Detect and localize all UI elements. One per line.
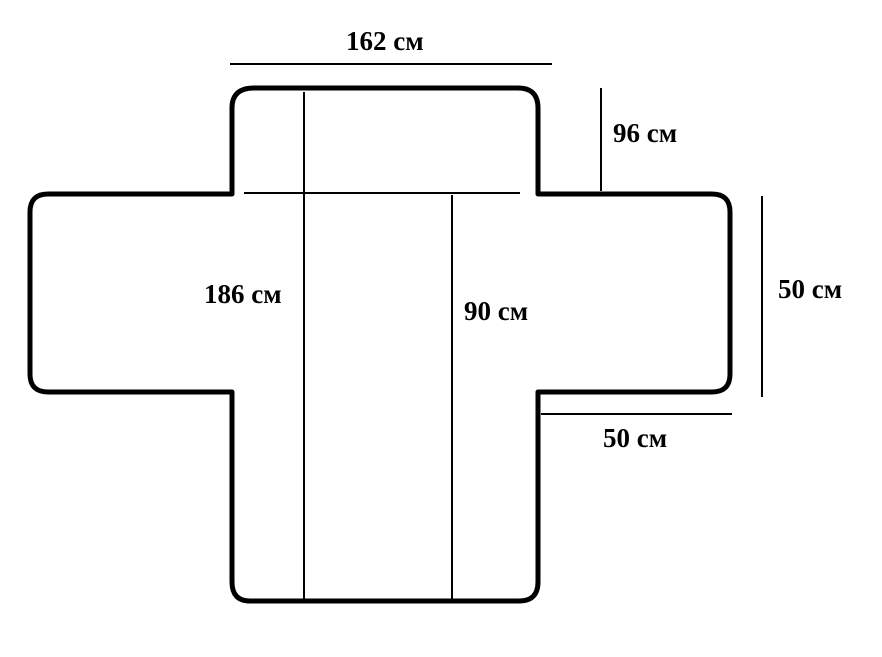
label-right-height: 50 см: [778, 274, 842, 304]
label-top-width: 162 см: [346, 26, 424, 56]
label-top-height: 96 см: [613, 118, 677, 148]
pattern-outline: [27, 85, 733, 604]
label-right-width: 50 см: [603, 423, 667, 453]
label-left-length: 186 см: [204, 279, 282, 309]
label-inner-length: 90 см: [464, 296, 528, 326]
